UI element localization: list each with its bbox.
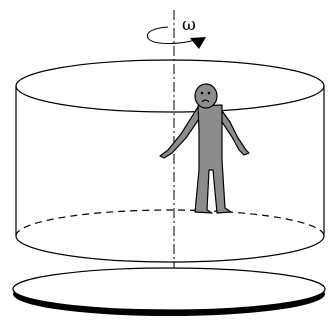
person-right-eye — [208, 92, 211, 95]
cylinder-bottom-front-rim — [16, 236, 324, 262]
rotation-arrowhead-icon — [190, 37, 206, 49]
cylinder — [16, 60, 324, 262]
floor-disk — [13, 268, 325, 316]
omega-label: ω — [182, 15, 196, 35]
cylinder-bottom-back-rim — [16, 210, 324, 236]
cylinder-top-rim — [16, 60, 324, 112]
person-head — [195, 84, 217, 108]
rotation-indicator: ω — [147, 15, 206, 49]
person-right-arm — [220, 108, 249, 155]
person-left-eye — [201, 92, 204, 95]
floor-disk-top — [13, 268, 325, 310]
person-figure — [160, 84, 249, 213]
person-left-arm — [160, 107, 201, 158]
